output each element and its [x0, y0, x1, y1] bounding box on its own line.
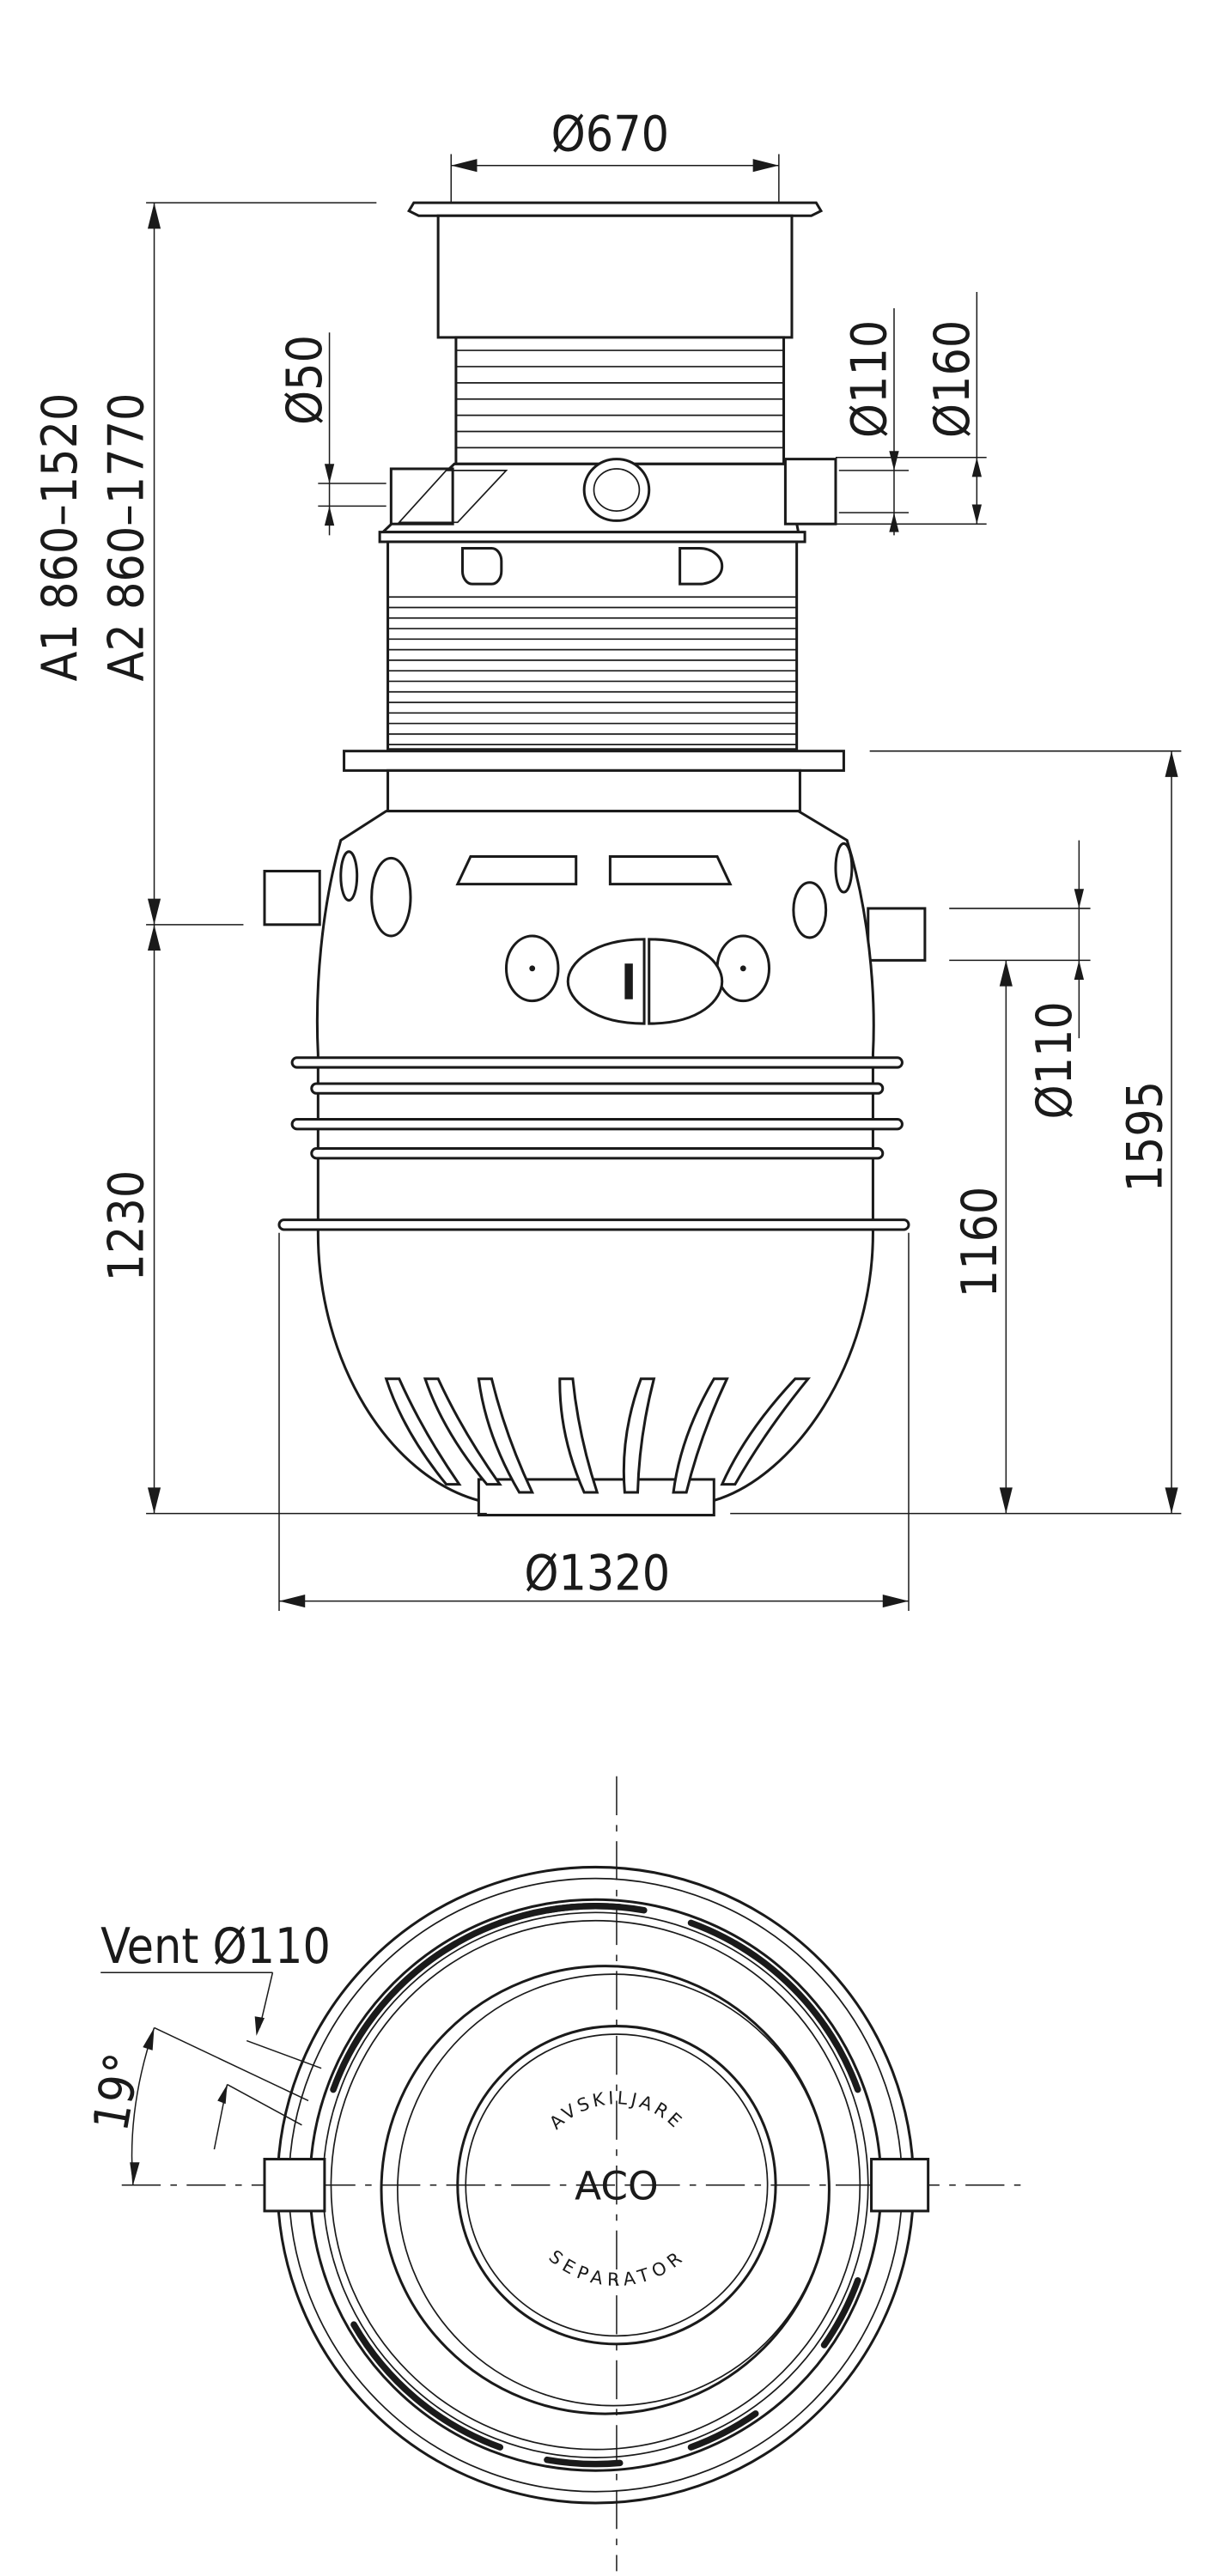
dimension-tank-diameter: Ø1320: [278, 1232, 910, 1611]
lid-top: [456, 2025, 777, 2346]
tank-fin: [622, 1377, 656, 1494]
tank-band: [290, 1118, 904, 1131]
vent-callout: Vent Ø110: [100, 1918, 331, 2126]
rim-slot: [687, 2410, 759, 2451]
tank-fin: [672, 1377, 729, 1494]
dim-inlet-height-label: 1230: [98, 1170, 155, 1282]
dimension-outlet-pipe: Ø110: [838, 307, 909, 536]
dimension-inlet-height: 1230: [98, 924, 487, 1515]
dimension-inlet-pipe: Ø110: [949, 840, 1091, 1120]
lid-logo: ACO: [575, 2164, 659, 2209]
tank-fin: [423, 1377, 502, 1486]
dim-total-height-label: 1595: [1117, 1081, 1174, 1193]
dimension-outlet-height: 1160: [952, 960, 1013, 1514]
side-view: Ø670 A1 860–1520 A2 860–1770 1230 Ø50: [32, 106, 1182, 1611]
tank-fin: [720, 1377, 812, 1486]
tank-band: [277, 1218, 910, 1231]
tank-fin: [477, 1377, 535, 1494]
tank-fin: [558, 1377, 599, 1494]
tank-neck: [386, 769, 801, 813]
top-view: ACO AVSKILJARE SEPARATOR Vent Ø110 19°: [82, 1776, 1026, 2572]
corrugated-shaft: [386, 540, 799, 751]
rim-slot: [820, 2277, 861, 2348]
vent-port-top-left: [263, 2157, 326, 2213]
port-section: [380, 458, 837, 534]
rim-slot: [330, 1940, 459, 2093]
dim-a1-label: A1 860–1520: [32, 393, 88, 682]
outlet-pipe: [867, 907, 927, 962]
rim-slot: [350, 2321, 504, 2451]
telescopic-riser: [454, 336, 786, 465]
dim-outlet-collar-label: Ø160: [924, 320, 981, 438]
port-top-right: [870, 2157, 930, 2213]
lid: [406, 201, 824, 339]
dim-lid-diameter-label: Ø670: [551, 106, 669, 163]
dimension-vent-pipe: Ø50: [277, 332, 386, 536]
shaft-flange: [343, 750, 845, 772]
dimension-lid-diameter: Ø670: [450, 106, 780, 204]
rim-slot: [496, 1902, 648, 1927]
dim-a2-label: A2 860–1770: [98, 393, 155, 682]
dim-outlet-height-label: 1160: [952, 1187, 1008, 1298]
rim-slot: [732, 1940, 841, 2050]
dim-inlet-pipe-label: Ø110: [1026, 1001, 1083, 1119]
tank-fin: [384, 1377, 462, 1486]
inlet-pipe: [263, 869, 321, 927]
tank-band: [290, 1056, 904, 1069]
dim-vent-pipe-label: Ø50: [277, 335, 333, 425]
rim-slot: [544, 2456, 624, 2468]
dim-outlet-pipe-label: Ø110: [842, 320, 898, 438]
tank-band: [310, 1147, 885, 1160]
dim-tank-diameter-label: Ø1320: [524, 1545, 670, 1601]
angle-label: 19°: [82, 2049, 152, 2135]
angle-dimension: 19°: [82, 2027, 228, 2185]
dimension-outlet-collar: Ø160: [835, 292, 987, 525]
dimension-total-height: 1595: [730, 750, 1182, 1515]
vent-label: Vent Ø110: [100, 1918, 331, 1975]
outlet-pipe-top: [783, 458, 837, 526]
tank-band: [310, 1082, 885, 1095]
dimension-riser-height: A1 860–1520 A2 860–1770: [32, 202, 377, 926]
rim-slot: [350, 1919, 504, 2050]
tank-body: [263, 810, 927, 1516]
